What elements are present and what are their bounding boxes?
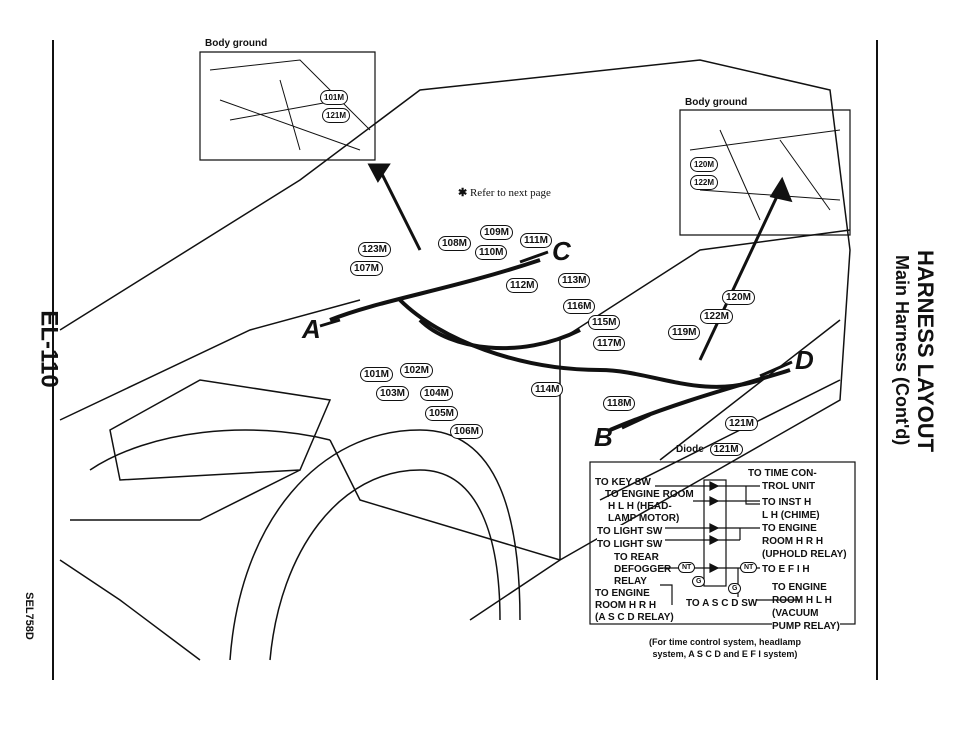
diode-right-9: TO ENGINE [772,582,827,593]
diode-connector: 121M [709,443,743,456]
diode-left-1: TO KEY SW [595,477,651,488]
connector-102M: 102M [400,363,434,378]
diode-left-3: H L H (HEAD- [608,501,672,512]
diode-left-11: ROOM H R H [595,600,657,611]
connector-123M: 123M [358,242,392,257]
connector-111M: 111M [520,233,552,248]
diode-caption-line-1: (For time control system, headlamp [648,637,802,647]
connector-113M: 113M [558,273,591,288]
body-ground-label-left: Body ground [205,38,268,49]
diode-left-5: TO LIGHT SW [597,525,663,538]
direction-arrows [319,163,793,430]
diode-left-9: RELAY [614,576,647,587]
diode-left-4: LAMP MOTOR) [608,513,680,524]
diode-right-7: (UPHOLD RELAY) [762,549,847,560]
diode-caption-line-2: system, A S C D and E F I system) [652,649,798,659]
diode-nt-right: NT [740,562,758,573]
diode-right-4: L H (CHIME) [762,510,820,521]
inset-connector-101M: 101M [320,90,349,105]
inset-frames [199,51,851,236]
harness-bundles [329,258,791,432]
diode-bottom: TO A S C D SW [686,597,758,610]
connector-116M: 116M [563,299,596,314]
diode-schematic [589,461,856,625]
connector-117M: 117M [593,336,626,351]
connector-110M: 110M [475,245,508,260]
connector-103M: 103M [376,386,410,401]
diode-right-8: TO E F I H [762,564,810,575]
diode-right-1: TO TIME CON- [748,468,817,479]
connector-112M: 112M [506,278,539,293]
diode-g-left: G [692,576,706,587]
diode-right-5: TO ENGINE [762,523,817,534]
diode-label: Diode [676,444,704,455]
refer-next-page-note: ✱ Refer to next page [458,186,551,199]
arrow-label-b: B [594,422,613,452]
right-margin-rule [876,40,878,680]
connector-114M: 114M [531,382,564,397]
diode-right-6: ROOM H R H [762,536,824,547]
diode-g-right: G [728,583,742,594]
diode-left-7: TO REAR [614,552,659,563]
connector-108M: 108M [438,236,472,251]
connector-121M: 121M [725,416,759,431]
diode-right-2: TROL UNIT [762,481,816,492]
arrow-label-d: D [795,345,814,375]
diode-title: Diode 121M [676,443,743,456]
diode-left-12: (A S C D RELAY) [595,612,674,623]
diode-left-10: TO ENGINE [595,587,650,600]
car-body-outline [59,59,851,661]
diode-left-6: TO LIGHT SW [597,538,663,551]
inset-connector-120M: 120M [690,157,719,172]
diode-left-2: TO ENGINE ROOM [605,489,694,500]
connector-122M: 122M [700,309,734,324]
body-ground-label-right: Body ground [685,97,748,108]
connector-106M: 106M [450,424,484,439]
connector-101M: 101M [360,367,394,382]
connector-105M: 105M [425,406,459,421]
connector-104M: 104M [420,386,454,401]
asterisk-icon: ✱ [458,187,468,199]
connector-109M: 109M [480,225,514,240]
connector-118M: 118M [603,396,636,411]
inset-connector-121M: 121M [322,108,351,123]
refer-next-page-text: Refer to next page [469,187,551,199]
diode-nt-left: NT [678,562,696,573]
left-margin-rule [52,40,54,680]
connector-115M: 115M [588,315,621,330]
arrow-label-c: C [552,236,571,266]
diode-caption: (For time control system, headlamp syste… [640,636,810,660]
diode-right-12: PUMP RELAY) [772,620,840,633]
connector-120M: 120M [722,290,756,305]
diode-right-10: ROOM H L H [772,595,832,606]
diode-right-11: (VACUUM [772,608,819,619]
inset-connector-122M: 122M [690,175,719,190]
connector-119M: 119M [668,325,701,340]
connector-107M: 107M [350,261,384,276]
arrow-label-a: A [302,314,321,344]
diode-right-3: TO INST H [762,497,812,508]
diode-left-8: DEFOGGER [614,564,672,575]
